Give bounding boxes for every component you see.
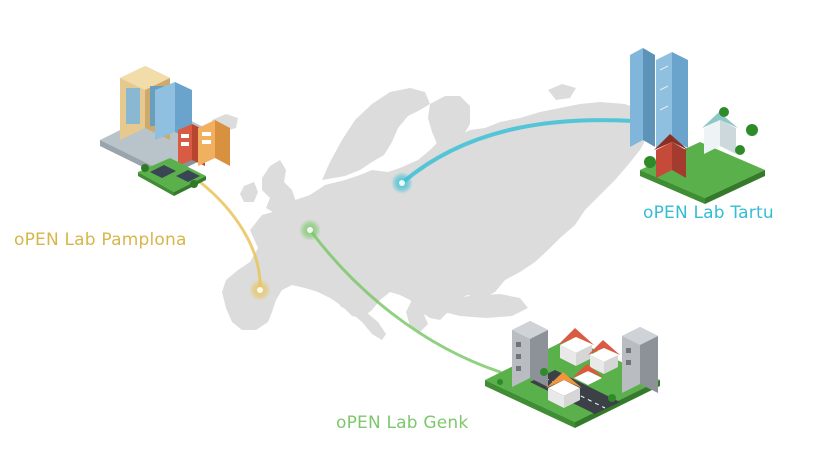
- tartu-pin-marker[interactable]: [391, 172, 413, 194]
- anatolia: [440, 294, 528, 318]
- land-masses: [212, 84, 650, 340]
- novaya-zemlya: [548, 84, 576, 100]
- pamplona-connection-arc: [198, 180, 262, 292]
- pamplona-lab-label[interactable]: oPEN Lab Pamplona: [14, 230, 187, 250]
- genk-lab-label[interactable]: oPEN Lab Genk: [336, 413, 469, 433]
- finland: [428, 96, 470, 146]
- pamplona-pin-marker[interactable]: [249, 279, 271, 301]
- tartu-lab-label[interactable]: oPEN Lab Tartu: [643, 203, 774, 223]
- genk-city-illustration: [485, 321, 660, 428]
- genk-pin-marker[interactable]: [299, 219, 321, 241]
- tartu-city-illustration: [630, 48, 765, 204]
- ireland: [240, 182, 258, 202]
- continental-europe: [222, 102, 650, 330]
- great-britain: [262, 160, 296, 214]
- pamplona-city-illustration: [100, 66, 230, 196]
- italy: [338, 292, 386, 340]
- scandinavia: [322, 88, 430, 180]
- balkans: [406, 300, 428, 332]
- tartu-connection-arc: [400, 118, 650, 185]
- genk-connection-arc: [308, 228, 502, 374]
